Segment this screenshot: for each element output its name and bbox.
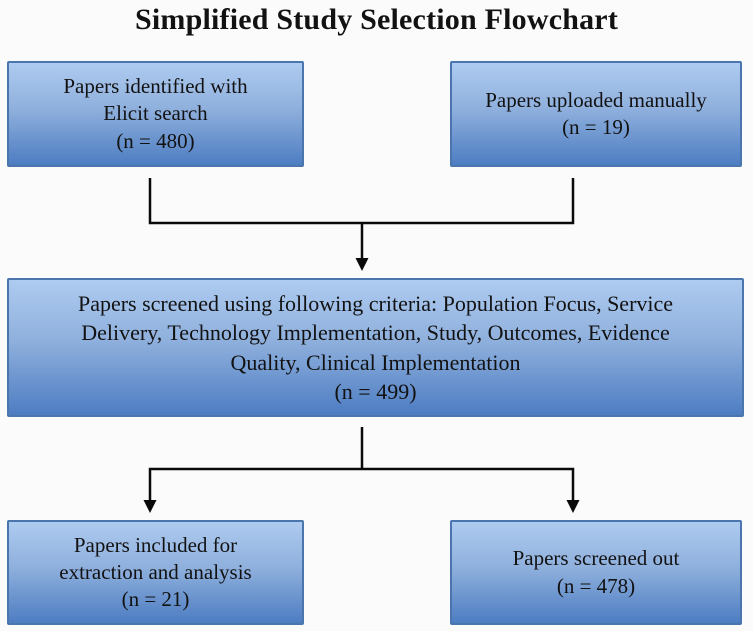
merge-connector-line: [148, 178, 575, 225]
merge-arrowhead-icon: [355, 258, 369, 271]
node-papers-screened-out: Papers screened out (n = 478): [450, 520, 742, 625]
split-connector-line: [148, 467, 575, 501]
node-papers-uploaded-label: Papers uploaded manually (n = 19): [485, 87, 707, 139]
split-arrowhead-right-icon: [566, 500, 580, 513]
node-papers-included-label: Papers included for extraction and analy…: [59, 532, 252, 612]
node-papers-included: Papers included for extraction and analy…: [7, 520, 304, 625]
flowchart-title: Simplified Study Selection Flowchart: [134, 3, 619, 36]
node-papers-screened-out-label: Papers screened out (n = 478): [512, 546, 680, 598]
split-connector: [143, 427, 580, 513]
node-papers-identified: Papers identified with Elicit search (n …: [7, 61, 304, 167]
node-papers-screened-label: Papers screened using following criteria…: [77, 291, 674, 404]
node-papers-screened: Papers screened using following criteria…: [7, 278, 744, 417]
node-papers-identified-label: Papers identified with Elicit search (n …: [63, 74, 248, 153]
node-papers-uploaded: Papers uploaded manually (n = 19): [450, 61, 742, 167]
split-arrowhead-left-icon: [143, 500, 157, 513]
merge-connector: [148, 178, 575, 271]
